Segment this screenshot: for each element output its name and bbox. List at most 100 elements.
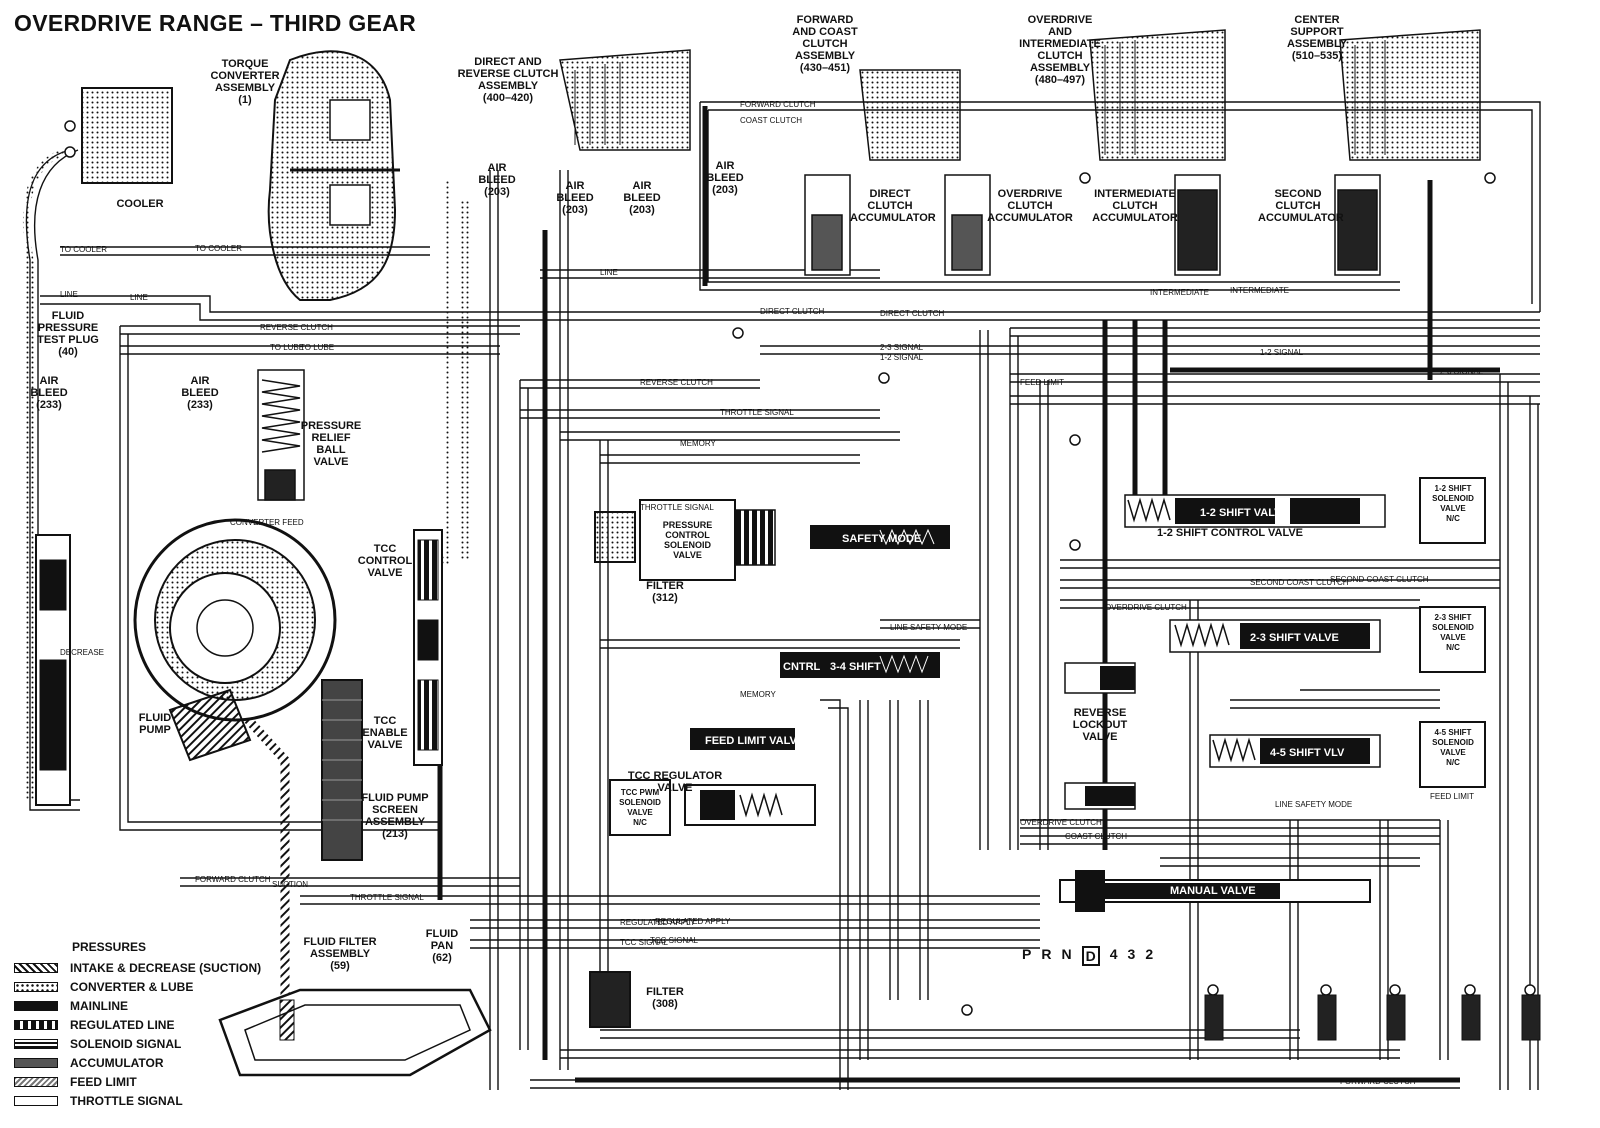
svg-text:DIRECT CLUTCH: DIRECT CLUTCH bbox=[880, 309, 945, 318]
passage-label-12-signal: 1-2 SIGNAL bbox=[1260, 348, 1304, 357]
legend-label: FEED LIMIT bbox=[70, 1074, 137, 1089]
passage-label-overdrive-clutch: OVERDRIVE CLUTCH bbox=[1105, 603, 1187, 612]
solenoid-23-label: 2-3 SHIFT SOLENOID VALVE N/C bbox=[1432, 613, 1474, 652]
pressure-relief-valve-graphic bbox=[257, 369, 305, 501]
svg-text:FORWARD CLUTCH: FORWARD CLUTCH bbox=[740, 100, 816, 109]
air-bleed-label: AIR BLEED (203) bbox=[556, 180, 594, 216]
shift-12-control-label: 1-2 SHIFT CONTROL VALVE bbox=[1156, 527, 1304, 539]
clutch-assembly-ribs bbox=[574, 40, 1386, 155]
cooler-graphic bbox=[64, 87, 173, 184]
gear-3: 3 bbox=[1127, 946, 1136, 962]
legend-swatch bbox=[14, 981, 58, 992]
passage-label-memory: MEMORY bbox=[740, 690, 776, 699]
passage-label-line-safety-mode: LINE SAFETY MODE bbox=[1275, 800, 1353, 809]
safety-mode-label: SAFETY MODE bbox=[842, 533, 921, 545]
legend-item: MAINLINE bbox=[14, 996, 261, 1015]
passage-label-tcc-signal: TCC SIGNAL bbox=[650, 936, 699, 945]
center-support-label: CENTER SUPPORT ASSEMBLY (510–535) bbox=[1286, 14, 1348, 62]
shift-23-label: 2-3 SHIFT VALVE bbox=[1250, 632, 1339, 644]
pcs-label: PRESSURE CONTROL SOLENOID VALVE bbox=[662, 520, 713, 560]
legend-label: CONVERTER & LUBE bbox=[70, 979, 194, 994]
svg-text:OVERDRIVE CLUTCH: OVERDRIVE CLUTCH bbox=[1020, 818, 1102, 827]
tcc-regulator-valve-label: TCC REGULATOR VALVE bbox=[627, 770, 723, 794]
passage-label-to-lube: TO LUBE bbox=[270, 343, 305, 352]
svg-text:REVERSE CLUTCH: REVERSE CLUTCH bbox=[260, 323, 333, 332]
gear-selector: P R N D 4 3 2 bbox=[1022, 946, 1153, 966]
passage-labels: LINE LINE REVERSE CLUTCH TO COOLER TO LU… bbox=[60, 100, 1349, 947]
fluid-pump-screen-graphic bbox=[321, 679, 363, 861]
passage-label-suction: SUCTION bbox=[272, 880, 308, 889]
legend-title: PRESSURES bbox=[72, 940, 147, 954]
check-balls bbox=[732, 172, 1536, 1016]
legend-swatch bbox=[14, 1000, 58, 1011]
svg-text:FORWARD CLUTCH: FORWARD CLUTCH bbox=[195, 875, 271, 884]
passage-label-decrease: DECREASE bbox=[60, 648, 105, 657]
filter-312-label: FILTER (312) bbox=[646, 580, 684, 604]
fluid-pump-label: FLUID PUMP bbox=[138, 712, 172, 736]
svg-text:THROTTLE SIGNAL: THROTTLE SIGNAL bbox=[350, 893, 424, 902]
svg-text:LINE SAFETY MODE: LINE SAFETY MODE bbox=[890, 623, 967, 632]
pressures-legend: PRESSURES INTAKE & DECREASE (SUCTION) CO… bbox=[14, 940, 261, 1110]
torque-converter-graphic bbox=[267, 50, 400, 301]
passage-label-direct-clutch: DIRECT CLUTCH bbox=[760, 307, 825, 316]
legend-swatch bbox=[14, 1057, 58, 1068]
passage-label-converter-feed: CONVERTER FEED bbox=[230, 518, 304, 527]
shift-45-label: 4-5 SHIFT VLV bbox=[1270, 747, 1345, 759]
manual-valve-label: MANUAL VALVE bbox=[1170, 885, 1256, 897]
passage-label-line: LINE bbox=[60, 290, 78, 299]
passage-label-to-cooler: TO COOLER bbox=[195, 244, 242, 253]
accumulator-bodies bbox=[804, 174, 1381, 276]
passage-label-coast-clutch: COAST CLUTCH bbox=[1065, 832, 1128, 841]
clutch-assemblies-graphic bbox=[559, 29, 1481, 161]
gear-r: R bbox=[1041, 946, 1052, 962]
passage-label-forward-clutch: FORWARD CLUTCH bbox=[1340, 1077, 1416, 1086]
diagram-title: OVERDRIVE RANGE – THIRD GEAR bbox=[14, 10, 417, 36]
tcc-pwm-solenoid-label: TCC PWM SOLENOID VALVE N/C bbox=[619, 788, 661, 827]
intermediate-accumulator-label: INTERMEDIATE CLUTCH ACCUMULATOR bbox=[1092, 188, 1178, 224]
legend-label: INTAKE & DECREASE (SUCTION) bbox=[70, 960, 262, 975]
passage-label-intermediate: INTERMEDIATE bbox=[1230, 286, 1289, 295]
legend-item: THROTTLE SIGNAL bbox=[14, 1091, 261, 1110]
fluid-pan-label: FLUID PAN (62) bbox=[425, 928, 459, 964]
passage-label-throttle-signal: THROTTLE SIGNAL bbox=[640, 503, 714, 512]
svg-text:2-3 SIGNAL: 2-3 SIGNAL bbox=[880, 343, 924, 352]
fluid-filter-label: FLUID FILTER ASSEMBLY (59) bbox=[303, 936, 377, 972]
air-bleed-label: AIR BLEED (233) bbox=[30, 375, 68, 411]
gear-n: N bbox=[1061, 946, 1072, 962]
cooler-label: COOLER bbox=[116, 198, 164, 210]
valve-spools bbox=[684, 494, 1386, 912]
svg-text:MEMORY: MEMORY bbox=[680, 439, 717, 448]
test-plug-label: FLUID PRESSURE TEST PLUG (40) bbox=[37, 310, 99, 358]
feed-limit-valve-label: FEED LIMIT VALVE bbox=[705, 735, 804, 747]
solenoid-45-label: 4-5 SHIFT SOLENOID VALVE N/C bbox=[1432, 728, 1474, 767]
overdrive-accumulator-label: OVERDRIVE CLUTCH ACCUMULATOR bbox=[987, 188, 1073, 224]
shift-solenoids bbox=[609, 477, 1486, 836]
pump-screen-label: FLUID PUMP SCREEN ASSEMBLY (213) bbox=[361, 792, 429, 840]
svg-text:SECOND COAST CLUTCH: SECOND COAST CLUTCH bbox=[1250, 578, 1349, 587]
shift-12-label: 1-2 SHIFT VALVE bbox=[1200, 507, 1289, 519]
left-boost-valve bbox=[35, 534, 71, 806]
legend-item: ACCUMULATOR bbox=[14, 1053, 261, 1072]
direct-reverse-clutch-label: DIRECT AND REVERSE CLUTCH ASSEMBLY (400–… bbox=[457, 56, 559, 104]
legend-swatch bbox=[14, 962, 58, 973]
svg-text:INTERMEDIATE: INTERMEDIATE bbox=[1150, 288, 1209, 297]
legend-label: ACCUMULATOR bbox=[70, 1055, 164, 1070]
gear-4: 4 bbox=[1109, 946, 1118, 962]
air-bleed-label: AIR BLEED (203) bbox=[706, 160, 744, 196]
cntrl-label: CNTRL bbox=[783, 661, 821, 673]
svg-text:COAST CLUTCH: COAST CLUTCH bbox=[740, 116, 802, 125]
legend-swatch bbox=[14, 1076, 58, 1087]
air-bleed-label: AIR BLEED (203) bbox=[623, 180, 661, 216]
svg-text:1-2 SIGNAL: 1-2 SIGNAL bbox=[880, 353, 924, 362]
passage-label-second-coast-clutch: SECOND COAST CLUTCH bbox=[1330, 575, 1429, 584]
svg-text:REGULATED APPLY: REGULATED APPLY bbox=[620, 918, 696, 927]
legend-item: REGULATED LINE bbox=[14, 1015, 261, 1034]
forward-coast-clutch-label: FORWARD AND COAST CLUTCH ASSEMBLY (430–4… bbox=[792, 14, 858, 74]
svg-text:TCC SIGNAL: TCC SIGNAL bbox=[620, 938, 669, 947]
legend-item: CONVERTER & LUBE bbox=[14, 977, 261, 996]
torque-converter-label: TORQUE CONVERTER ASSEMBLY (1) bbox=[210, 58, 280, 106]
legend-label: REGULATED LINE bbox=[70, 1017, 175, 1032]
tcc-valve-body bbox=[413, 529, 443, 766]
